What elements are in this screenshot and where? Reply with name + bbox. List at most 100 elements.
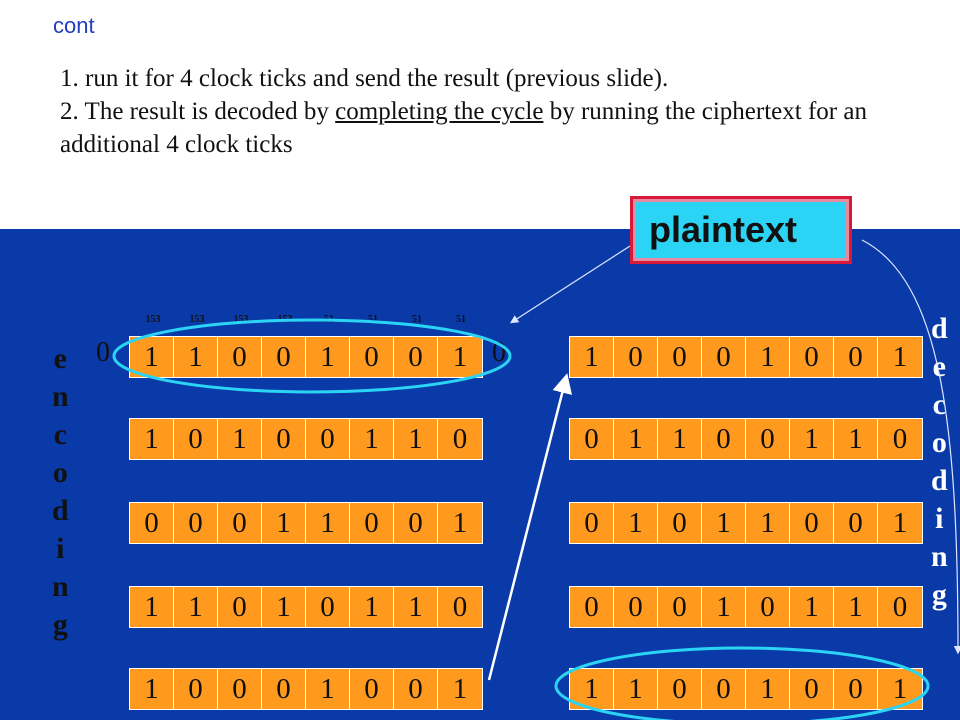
bit-cell: 0: [306, 587, 350, 627]
bit-cell: 1: [746, 503, 790, 543]
bit-cell: 1: [306, 337, 350, 377]
plaintext-arrow-right: [861, 239, 960, 655]
instruction-2-end: by running the ciphertext for an additio…: [60, 98, 867, 158]
label-letter: g: [52, 608, 68, 641]
decoded-highlight-ellipse: [554, 646, 930, 720]
tap-label: 51: [456, 314, 466, 325]
bit-cell: 1: [262, 587, 306, 627]
bit-cell: 0: [790, 337, 834, 377]
bit-cell: 0: [702, 669, 746, 709]
bit-cell: 0: [350, 337, 394, 377]
plaintext-callout: plaintext: [630, 196, 852, 264]
bit-cell: 1: [614, 503, 658, 543]
bit-cell: 0: [570, 503, 614, 543]
bit-cell: 0: [746, 587, 790, 627]
bit-cell: 1: [834, 419, 878, 459]
bit-cell: 0: [394, 503, 438, 543]
bit-cell: 1: [790, 587, 834, 627]
bit-cell: 1: [834, 587, 878, 627]
slide-top-label: cont: [53, 13, 95, 38]
label-letter: d: [931, 464, 948, 497]
bit-cell: 0: [452, 422, 468, 455]
tap-label: 51: [412, 314, 422, 325]
bit-cell: 0: [350, 503, 394, 543]
label-letter: c: [53, 418, 67, 451]
pad-bit-left: 0: [96, 337, 110, 368]
label-letter: d: [52, 494, 69, 527]
bit-cell: 0: [350, 669, 394, 709]
plaintext-highlight-ellipse: [112, 318, 512, 394]
bit-cell: 1: [174, 587, 218, 627]
bit-cell: 1: [130, 669, 174, 709]
bit-cell: 0: [702, 419, 746, 459]
bit-cell: 0: [218, 669, 262, 709]
label-letter: n: [931, 540, 948, 573]
bit-cell: 1: [746, 337, 790, 377]
bit-cell: 1: [702, 503, 746, 543]
tap-label: 51: [368, 314, 378, 325]
label-letter: c: [932, 388, 946, 421]
bit-cell: 1: [614, 419, 658, 459]
bit-cell: 1: [892, 340, 908, 373]
bit-cell: 1: [130, 337, 174, 377]
plaintext-label: plaintext: [649, 209, 798, 250]
label-letter: o: [931, 426, 947, 459]
instruction-2-underlined: completing the cycle: [335, 98, 544, 125]
bit-cell: 0: [658, 503, 702, 543]
bit-cell: 1: [658, 419, 702, 459]
bit-cell: 1: [790, 419, 834, 459]
bit-cell: 0: [570, 419, 614, 459]
bit-cell: 0: [262, 669, 306, 709]
bit-cell: 1: [746, 669, 790, 709]
label-letter: d: [931, 312, 948, 345]
label-letter: e: [53, 342, 67, 375]
label-letter: o: [52, 456, 68, 489]
bit-cell: 0: [614, 337, 658, 377]
bit-cell: 0: [834, 503, 878, 543]
bit-cell: 1: [350, 587, 394, 627]
bit-cell: 0: [174, 669, 218, 709]
bit-cell: 0: [130, 503, 174, 543]
bit-cell: 1: [306, 503, 350, 543]
bit-cell: 0: [834, 337, 878, 377]
bit-cell: 1: [570, 669, 614, 709]
tap-label: 153: [233, 314, 249, 325]
bit-cell: 1: [452, 672, 468, 705]
bit-cell: 1: [394, 587, 438, 627]
bit-cell: 0: [746, 419, 790, 459]
bit-cell: 1: [702, 587, 746, 627]
bit-cell: 0: [394, 669, 438, 709]
bit-cell: 0: [394, 337, 438, 377]
bit-cell: 1: [350, 419, 394, 459]
bit-cell: 0: [790, 503, 834, 543]
bit-cell: 1: [892, 672, 908, 705]
bit-cell: 0: [306, 419, 350, 459]
bit-cell: 0: [174, 503, 218, 543]
plaintext-arrow-left: [509, 245, 631, 324]
tap-label: 153: [145, 314, 161, 325]
bit-cell: 0: [262, 419, 306, 459]
bit-cell: 0: [892, 590, 908, 623]
label-letter: g: [931, 578, 947, 611]
diagram-panel: [0, 229, 960, 720]
bit-cell: 0: [834, 669, 878, 709]
bit-cell: 1: [130, 419, 174, 459]
label-letter: n: [52, 380, 69, 413]
ciphertext-transfer-arrow: [487, 373, 572, 681]
bit-cell: 0: [702, 337, 746, 377]
tap-label: 153: [189, 314, 205, 325]
bit-cell: 0: [218, 503, 262, 543]
bit-cell: 1: [570, 337, 614, 377]
bit-cell: 1: [892, 506, 908, 539]
bit-cell: 0: [614, 587, 658, 627]
bit-cell: 0: [174, 419, 218, 459]
bit-cell: 0: [658, 669, 702, 709]
